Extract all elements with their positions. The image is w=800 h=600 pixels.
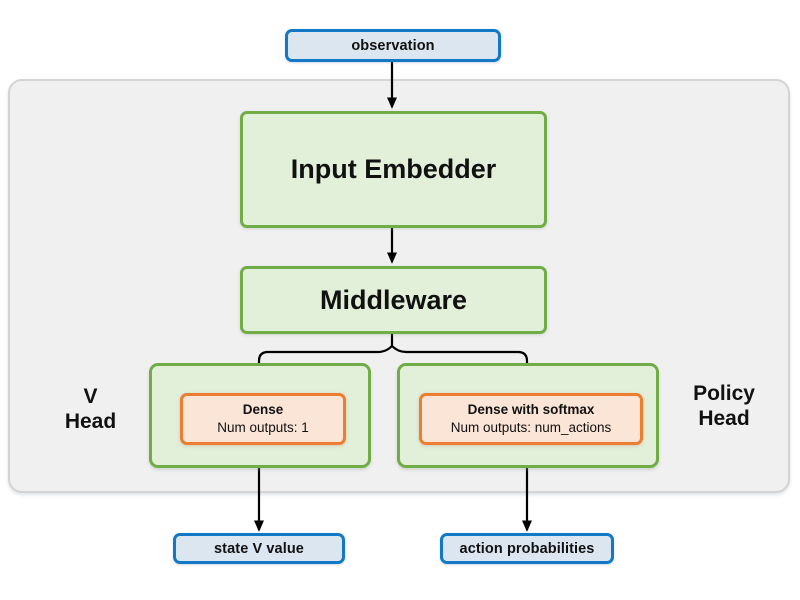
node-action-probabilities[interactable]: action probabilities [440, 533, 614, 564]
label-policy-head: Policy Head [666, 382, 782, 432]
label-v-head: V Head [43, 385, 138, 435]
node-state-v-value[interactable]: state V value [173, 533, 345, 564]
node-v-head-dense[interactable]: Dense Num outputs: 1 [180, 393, 346, 445]
label-v-head-line1: V [83, 385, 98, 408]
label-policy-head-line1: Policy [693, 382, 755, 405]
node-action-probabilities-label: action probabilities [459, 540, 595, 557]
group-policy-head[interactable]: Dense with softmax Num outputs: num_acti… [397, 363, 659, 468]
node-policy-head-dense-subtitle: Num outputs: num_actions [450, 419, 612, 435]
node-v-head-dense-subtitle: Num outputs: 1 [217, 419, 309, 435]
node-observation-label: observation [351, 37, 435, 54]
node-observation[interactable]: observation [285, 29, 501, 62]
label-policy-head-line2: Head [698, 406, 750, 430]
node-middleware-label: Middleware [319, 284, 468, 315]
node-v-head-dense-title: Dense [242, 401, 284, 417]
label-v-head-line2: Head [64, 409, 117, 433]
node-input-embedder[interactable]: Input Embedder [240, 111, 547, 228]
node-middleware[interactable]: Middleware [240, 266, 547, 334]
node-policy-head-dense[interactable]: Dense with softmax Num outputs: num_acti… [419, 393, 643, 445]
node-input-embedder-label: Input Embedder [290, 154, 497, 184]
group-v-head[interactable]: Dense Num outputs: 1 [149, 363, 371, 468]
node-state-v-value-label: state V value [214, 540, 304, 557]
node-policy-head-dense-title: Dense with softmax [467, 401, 595, 417]
